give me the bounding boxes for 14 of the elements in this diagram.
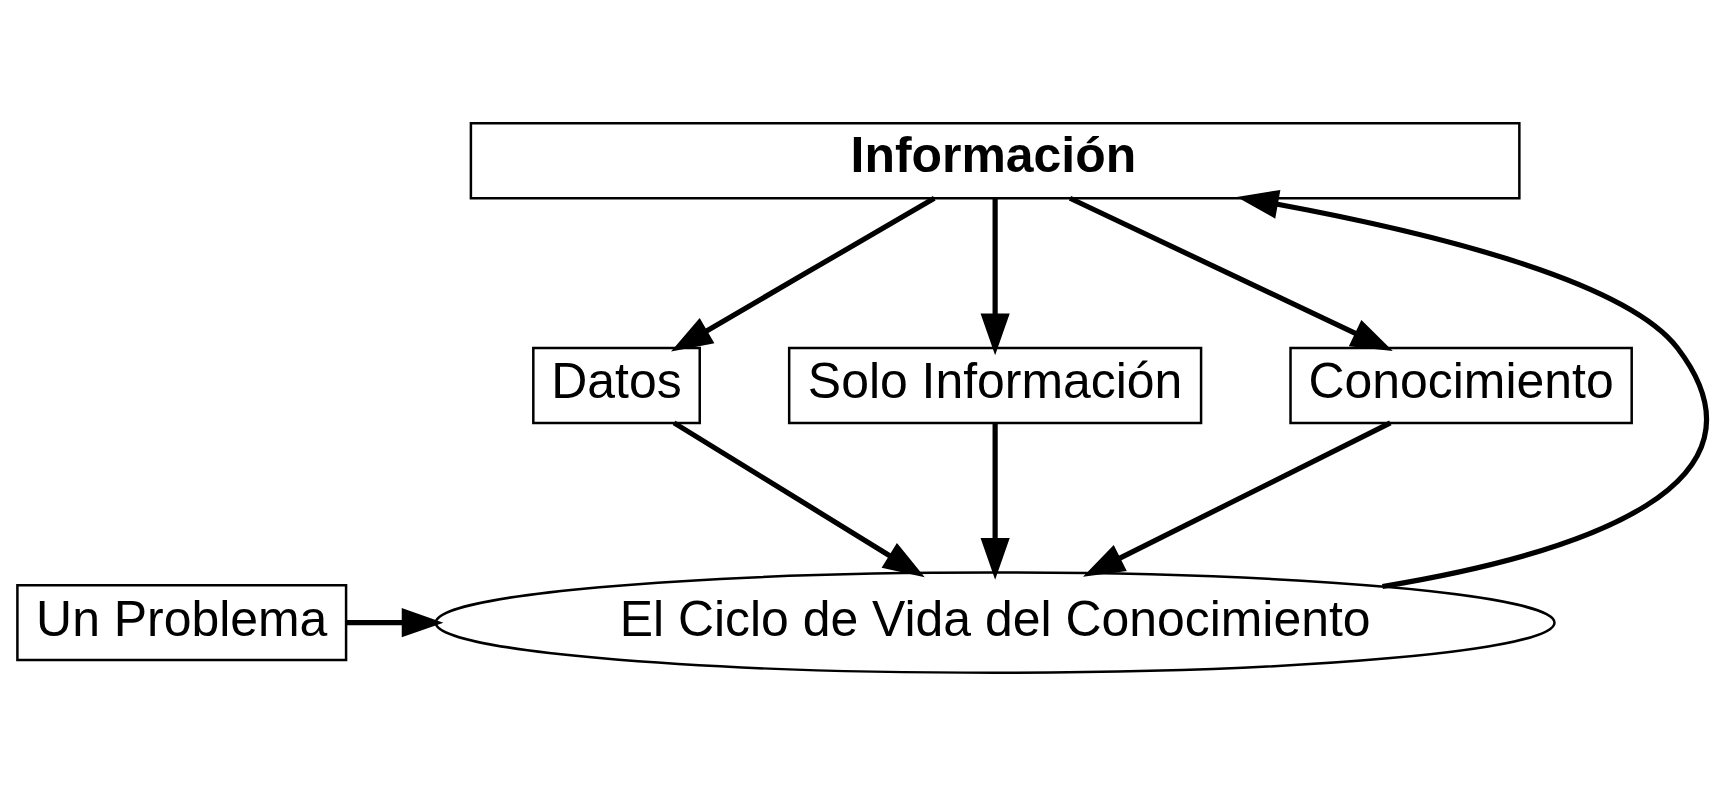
- arrow: [980, 198, 1010, 356]
- arrow: [346, 608, 444, 638]
- arrow: [980, 422, 1010, 580]
- node-box: Conocimiento: [1289, 346, 1633, 425]
- arrow: [1068, 195, 1393, 351]
- node-box: Un Problema: [16, 583, 348, 662]
- arrow: [671, 196, 936, 352]
- arrow: [672, 420, 925, 578]
- node-box: Datos: [532, 346, 701, 425]
- node-ellipse: El Ciclo de Vida del Conocimiento: [434, 571, 1556, 674]
- node-box: Información: [469, 122, 1521, 200]
- node-box: Solo Información: [787, 346, 1203, 425]
- arrow: [1236, 189, 1709, 590]
- arrow: [1082, 420, 1392, 577]
